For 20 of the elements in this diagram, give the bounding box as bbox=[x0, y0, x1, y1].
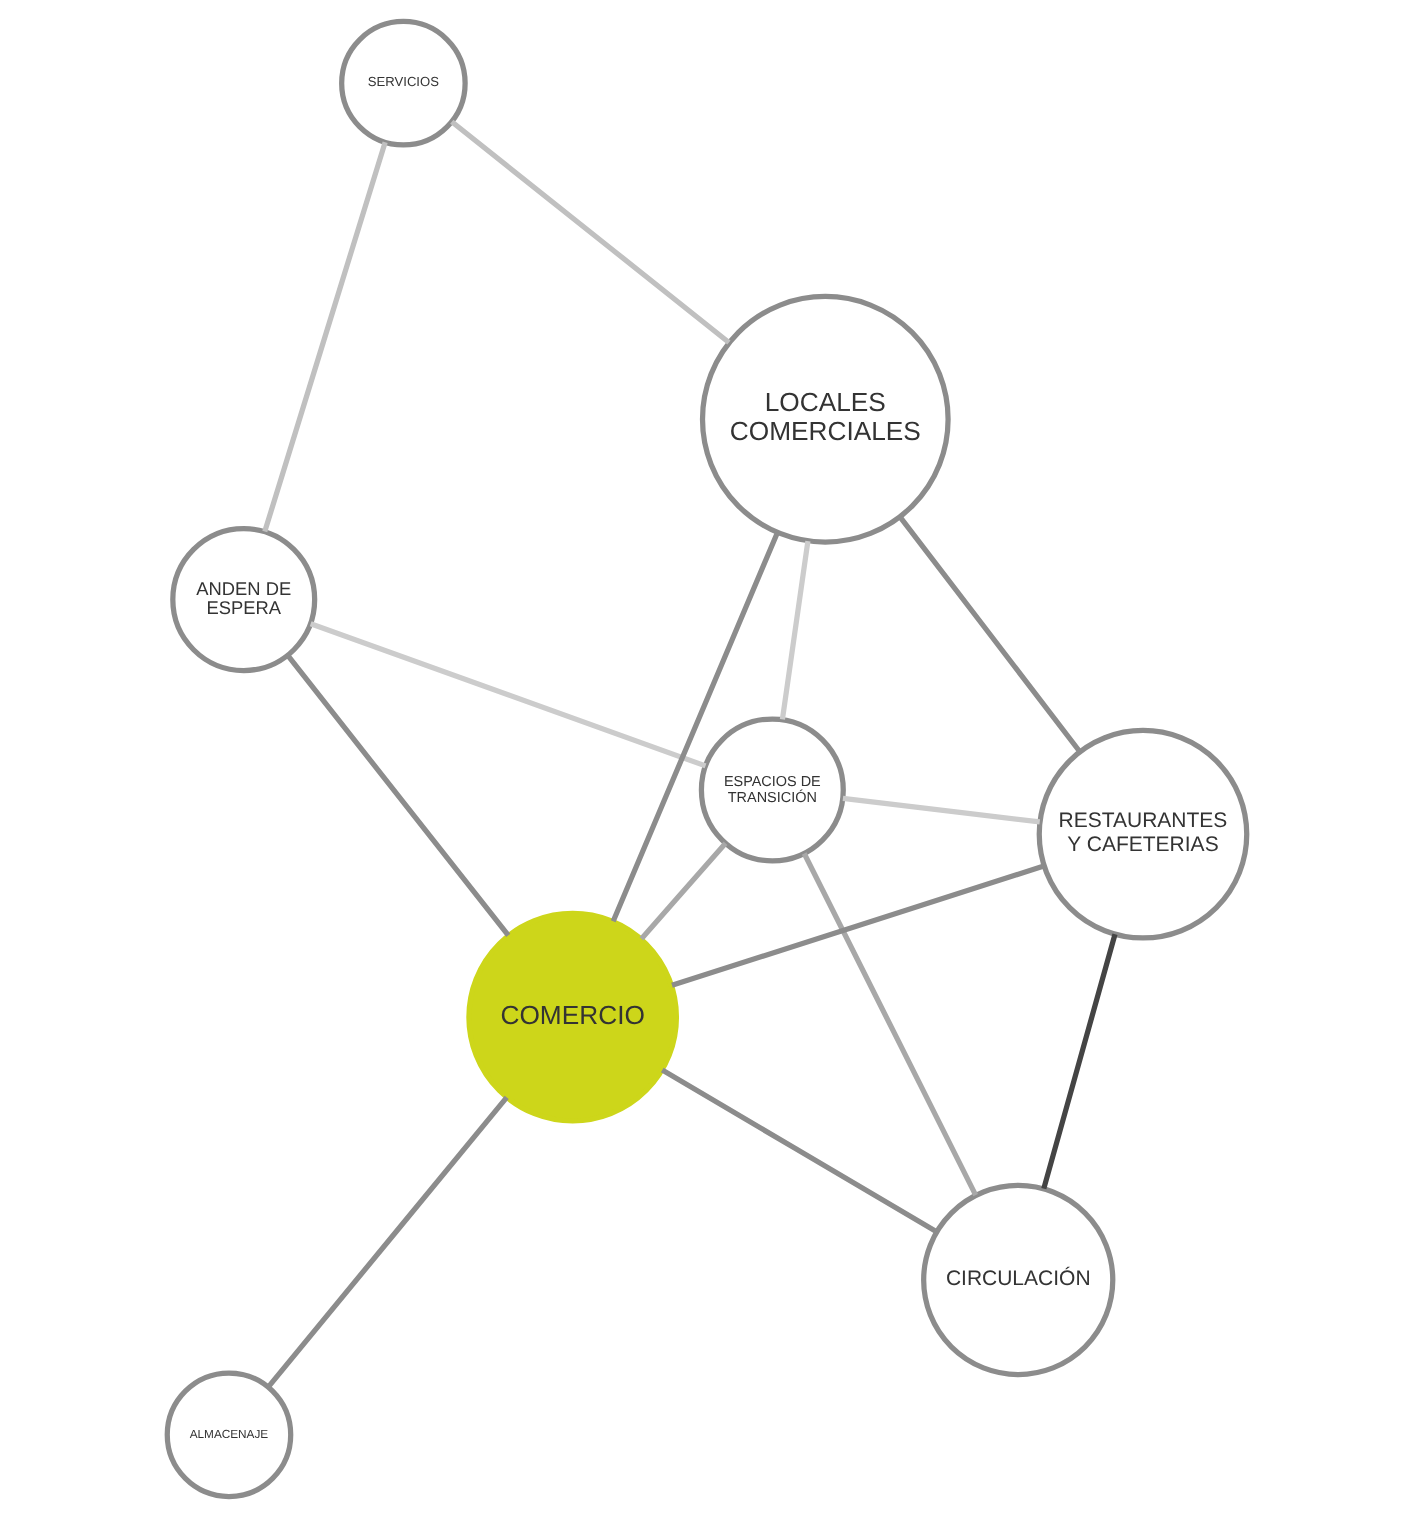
node-circle: LOCALES COMERCIALES bbox=[698, 293, 950, 545]
connector bbox=[659, 1067, 937, 1235]
connector bbox=[897, 515, 1081, 754]
connector bbox=[261, 141, 387, 533]
connector bbox=[778, 540, 810, 720]
node-circle: ESPACIOS DE TRANSICIÓN bbox=[697, 716, 845, 864]
connector bbox=[670, 863, 1044, 988]
connector bbox=[800, 852, 977, 1197]
connector bbox=[265, 1095, 508, 1389]
connector bbox=[308, 621, 706, 769]
connector bbox=[449, 119, 730, 345]
connector bbox=[1040, 933, 1117, 1190]
node-circle: CIRCULACIÓN bbox=[920, 1182, 1115, 1378]
connector bbox=[638, 841, 727, 941]
connector bbox=[609, 531, 779, 923]
node-circle: COMERCIO bbox=[465, 910, 679, 1124]
node-circle: RESTAURANTES Y CAFETERIAS bbox=[1035, 727, 1249, 941]
node-circle: ANDEN DE ESPERA bbox=[169, 526, 317, 674]
connector bbox=[284, 653, 510, 938]
connector bbox=[841, 795, 1040, 825]
